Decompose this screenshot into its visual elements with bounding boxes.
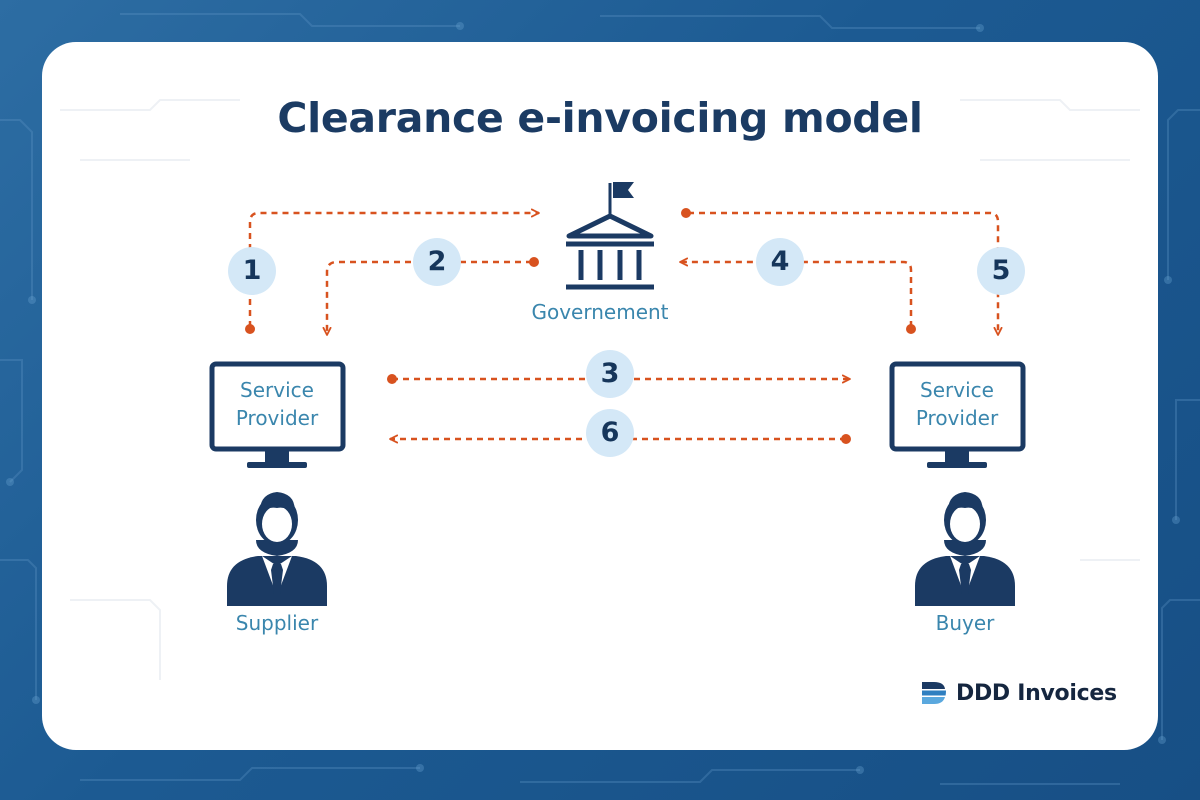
step-badge-6: 6 [586, 409, 634, 457]
arrow-step-2 [322, 260, 532, 336]
government-label: Governement [531, 300, 669, 324]
arrow-step-6-start-dot [841, 434, 851, 444]
monitor-icon [209, 361, 346, 468]
step-badge-5: 5 [977, 247, 1025, 295]
step-badge-2: 2 [413, 238, 461, 286]
ddd-logo-icon [922, 682, 946, 704]
person-icon [227, 492, 327, 606]
card-circuit-decor [60, 99, 1140, 680]
buyer-service-provider-label: Service Provider [887, 376, 1027, 432]
label-line: Provider [915, 406, 999, 430]
step-badge-4: 4 [756, 238, 804, 286]
person-icon [915, 492, 1015, 606]
buyer-label: Buyer [935, 611, 995, 635]
arrow-step-2-start-dot [529, 257, 539, 267]
arrow-step-3-start-dot [387, 374, 397, 384]
government-building-icon [566, 182, 654, 290]
label-line: Service [240, 378, 314, 402]
arrow-step-5-start-dot [681, 208, 691, 218]
brand-name: DDD Invoices [956, 680, 1117, 706]
arrow-step-1-start-dot [245, 324, 255, 334]
label-line: Service [920, 378, 994, 402]
label-line: Provider [235, 406, 319, 430]
diagram-title: Clearance e-invoicing model [277, 94, 923, 142]
arrow-step-1 [248, 208, 540, 327]
step-badge-1: 1 [228, 247, 276, 295]
brand-logo: DDD Invoices [920, 677, 1117, 709]
arrow-step-4 [679, 257, 913, 327]
arrow-step-5 [688, 211, 1003, 336]
monitor-icon [889, 361, 1026, 468]
step-badge-3: 3 [586, 350, 634, 398]
supplier-label: Supplier [235, 611, 319, 635]
arrow-step-4-start-dot [906, 324, 916, 334]
supplier-service-provider-label: Service Provider [207, 376, 347, 432]
